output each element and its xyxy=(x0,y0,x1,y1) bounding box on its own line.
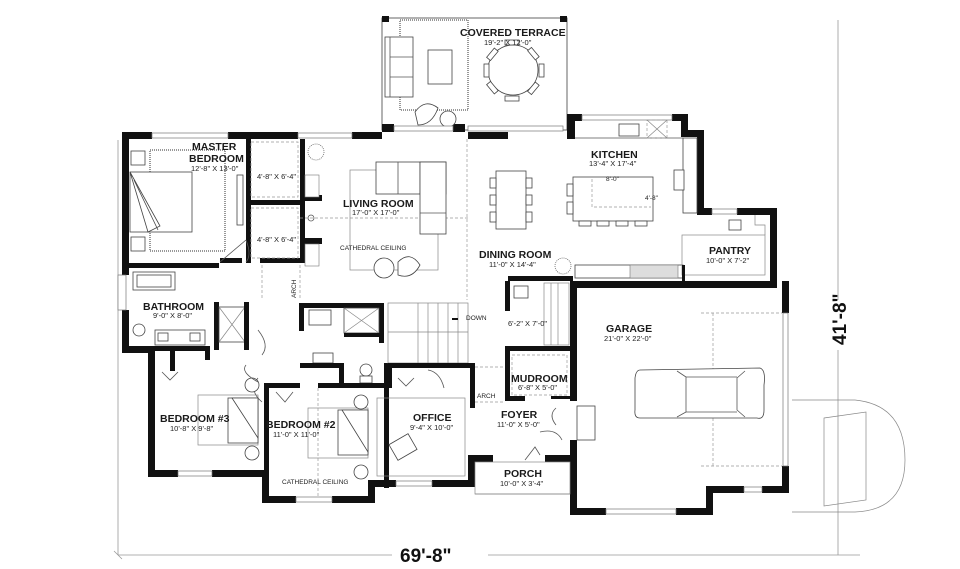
overall-width-dimension: 69'-8" xyxy=(400,546,452,567)
stairs xyxy=(387,302,473,368)
room-size-pantry: 10'-0" X 7'-2" xyxy=(706,256,750,265)
room-label-garage: GARAGE xyxy=(606,323,652,335)
kitchen: 8'-0" 4'-8" xyxy=(566,119,698,279)
overall-depth-dimension: 41'-8" xyxy=(830,293,851,345)
room-label-bedroom-2: BEDROOM #2 xyxy=(266,419,336,431)
room-size-mudroom: 6'-8" X 5'-0" xyxy=(518,383,557,392)
room-size-bathroom: 9'-0" X 8'-0" xyxy=(153,311,192,320)
dining-room xyxy=(489,170,573,281)
room-label-master-bedroom-1: MASTER xyxy=(192,141,237,153)
room-size-kitchen: 13'-4" X 17'-4" xyxy=(589,159,637,168)
note-cathedral-ceiling-bedroom2: CATHEDRAL CEILING xyxy=(282,479,348,486)
dimension-lines xyxy=(113,20,860,560)
room-label-dining-room: DINING ROOM xyxy=(479,249,552,261)
room-size-living-room: 17'-0" X 17'-0" xyxy=(352,208,400,217)
central-bath xyxy=(264,303,389,488)
room-label-office: OFFICE xyxy=(413,412,452,424)
windows xyxy=(117,114,789,515)
stairs-down-label: DOWN xyxy=(466,315,487,322)
room-label-master-bedroom-2: BEDROOM xyxy=(189,153,244,165)
room-size-garage: 21'-0" X 22'-0" xyxy=(604,334,652,343)
room-size-office: 9'-4" X 10'-0" xyxy=(410,423,454,432)
bathroom xyxy=(129,263,249,381)
room-size-covered-terrace: 19'-2" X 12'-0" xyxy=(484,38,532,47)
room-size-laundry: 6'-2" X 7'-0" xyxy=(508,319,547,328)
exterior-walls xyxy=(122,114,789,515)
room-label-foyer: FOYER xyxy=(501,409,538,421)
room-size-closet-1: 4'-8" X 6'-4" xyxy=(257,172,296,181)
pantry xyxy=(681,215,766,283)
covered-terrace xyxy=(381,16,568,132)
note-island-length: 8'-0" xyxy=(606,176,620,183)
room-size-bedroom-2: 11'-0" X 11'-0" xyxy=(273,430,320,439)
porch xyxy=(474,461,571,495)
driveway xyxy=(792,399,906,513)
room-label-porch: PORCH xyxy=(504,468,542,480)
room-size-porch: 10'-0" X 3'-4" xyxy=(500,479,544,488)
room-size-foyer: 11'-0" X 5'-0" xyxy=(497,420,540,429)
laundry xyxy=(505,281,572,351)
room-label-bathroom: BATHROOM xyxy=(143,301,204,313)
room-label-bedroom-3: BEDROOM #3 xyxy=(160,413,230,425)
bedroom-3 xyxy=(197,364,260,461)
note-island-depth: 4'-8" xyxy=(645,195,659,202)
room-label-living-room: LIVING ROOM xyxy=(343,198,414,210)
mudroom xyxy=(505,351,571,401)
note-cathedral-ceiling-living: CATHEDRAL CEILING xyxy=(340,245,406,252)
note-arch-hall: ARCH xyxy=(291,279,298,298)
room-label-pantry: PANTRY xyxy=(709,245,751,257)
room-size-dining-room: 11'-0" X 14'-4" xyxy=(489,260,536,269)
office-foyer xyxy=(376,363,563,477)
room-label-mudroom: MUDROOM xyxy=(511,373,568,385)
room-size-bedroom-3: 10'-8" X 9'-8" xyxy=(170,424,214,433)
living-room xyxy=(349,139,468,300)
bedroom-2 xyxy=(275,388,369,496)
garage xyxy=(576,312,782,467)
room-label-covered-terrace: COVERED TERRACE xyxy=(460,27,566,39)
room-size-closet-2: 4'-8" X 6'-4" xyxy=(257,235,296,244)
room-label-kitchen: KITCHEN xyxy=(591,149,638,161)
room-size-master-bedroom: 12'-8" X 13'-0" xyxy=(191,164,239,173)
note-arch-foyer: ARCH xyxy=(477,393,496,400)
